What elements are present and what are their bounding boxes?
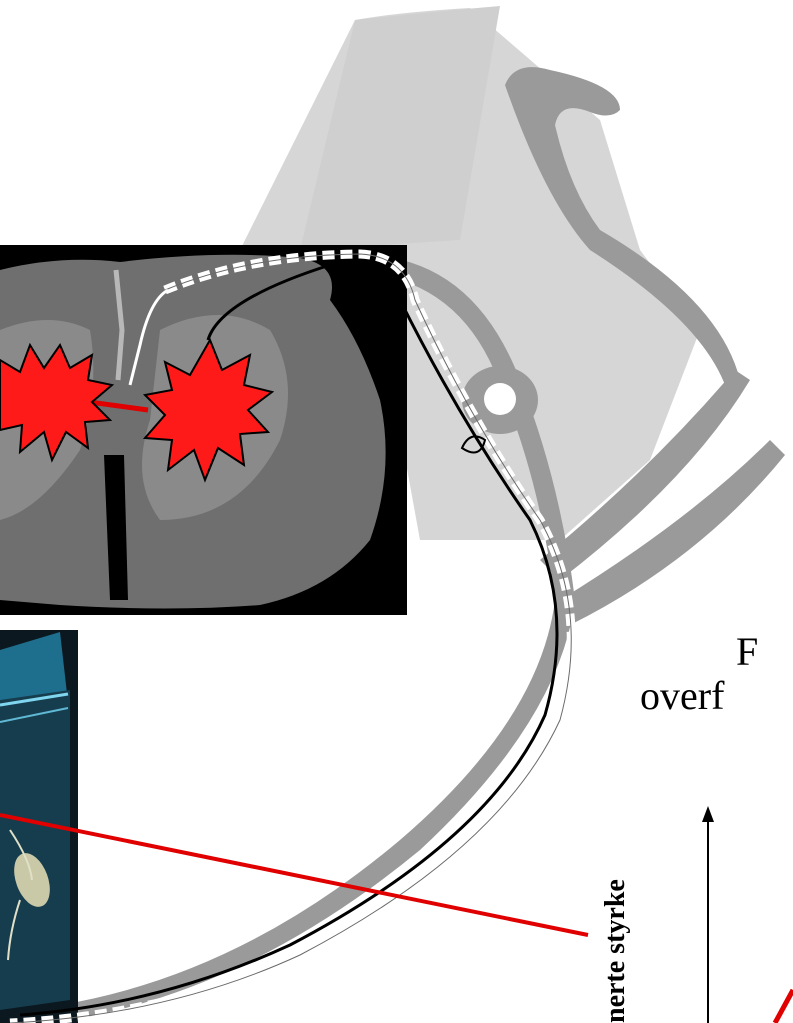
heading-line-1: F xyxy=(736,628,758,675)
y-axis-arrow xyxy=(702,806,714,1023)
y-axis-label: nerte styrke xyxy=(600,879,632,1023)
graph-red-line xyxy=(775,990,793,1023)
ganglion-marker xyxy=(484,383,516,415)
heading-line-2: overf xyxy=(640,672,724,719)
